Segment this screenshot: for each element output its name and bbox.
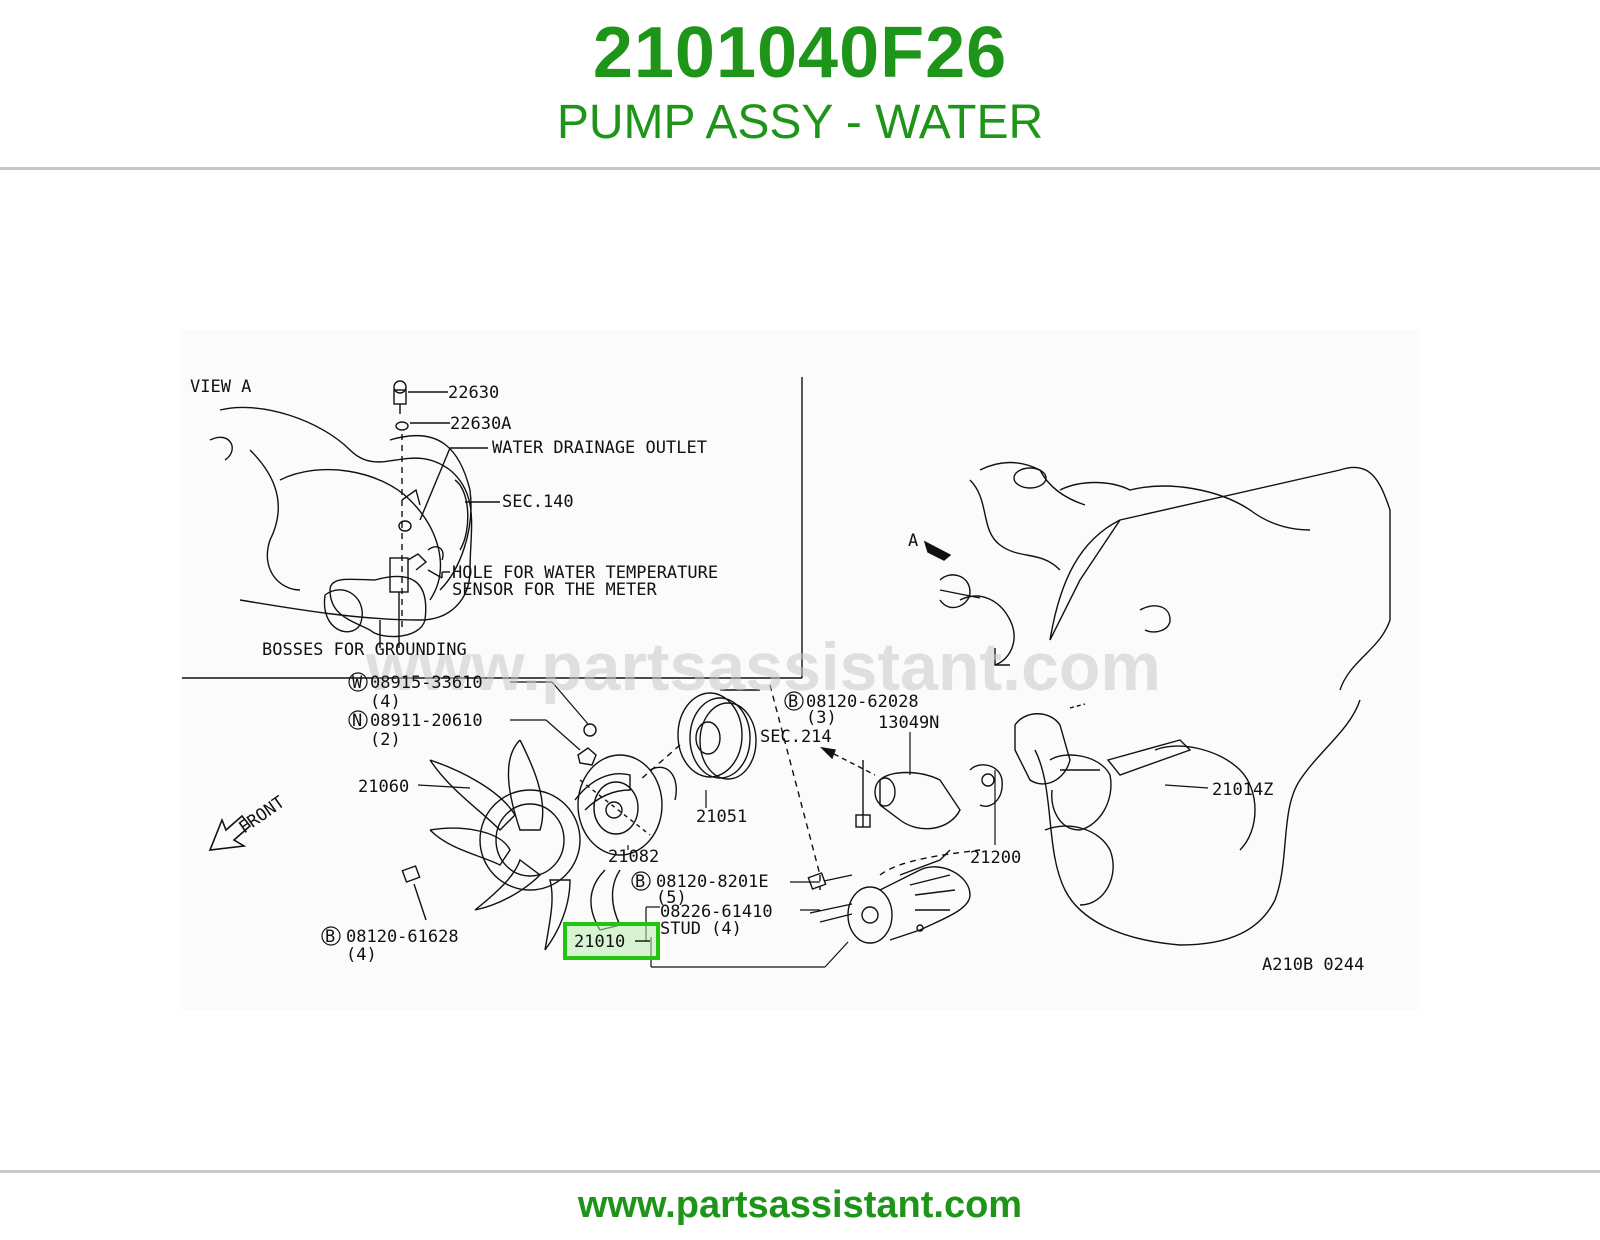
footer-website[interactable]: www.partsassistant.com xyxy=(577,1184,1023,1226)
symbol-b-3: B xyxy=(788,692,798,712)
label-hole-line2: SENSOR FOR THE METER xyxy=(452,580,657,600)
header-divider xyxy=(0,167,1600,170)
footer-divider xyxy=(0,1170,1600,1173)
exploded-view-svg: www.partsassistant.com VIEW A 22630 2263… xyxy=(180,330,1420,1010)
label-08226-61410: 08226-61410 xyxy=(660,902,773,922)
page-header: 2101040F26 PUMP ASSY - WATER xyxy=(0,0,1600,170)
parts-diagram: www.partsassistant.com VIEW A 22630 2263… xyxy=(180,330,1420,1010)
label-stud-qty: STUD (4) xyxy=(660,919,742,939)
label-water-drainage-outlet: WATER DRAINAGE OUTLET xyxy=(492,438,707,458)
diagram-background xyxy=(180,330,1420,1010)
bolts xyxy=(401,723,876,921)
label-08120-8201e: 08120-8201E xyxy=(656,872,769,892)
label-08120-62028-qty: (3) xyxy=(806,708,837,728)
diagram-code: A210B 0244 xyxy=(1262,955,1364,975)
symbol-b-2: B xyxy=(635,872,645,892)
view-a-inset xyxy=(182,377,803,679)
label-view-a-arrow: A xyxy=(908,531,918,551)
highlight-21010[interactable] xyxy=(563,922,660,960)
label-sec-214: SEC.214 xyxy=(760,727,832,747)
label-21200: 21200 xyxy=(970,848,1021,868)
thermostat-housing xyxy=(874,703,1192,831)
label-08120-61628-qty: (4) xyxy=(346,945,377,965)
label-08120-61628: 08120-61628 xyxy=(346,927,459,947)
water-pump-21010 xyxy=(769,684,981,944)
label-08911-20610-qty: (2) xyxy=(370,730,401,750)
engine-block xyxy=(923,461,1391,946)
label-08915-33610-qty: (4) xyxy=(370,692,401,712)
part-name: PUMP ASSY - WATER xyxy=(556,96,1044,149)
label-08120-62028: 08120-62028 xyxy=(806,692,919,712)
watermark: www.partsassistant.com xyxy=(365,629,1161,705)
label-22630: 22630 xyxy=(448,383,499,403)
label-21051: 21051 xyxy=(696,807,747,827)
fan-coupling-21082 xyxy=(577,754,677,856)
label-22630a: 22630A xyxy=(450,414,511,434)
label-bosses-for-grounding: BOSSES FOR GROUNDING xyxy=(262,640,467,660)
label-hole-line1: HOLE FOR WATER TEMPERATURE xyxy=(452,563,718,583)
label-13049n: 13049N xyxy=(878,713,939,733)
view-a-title: VIEW A xyxy=(190,377,251,397)
label-08911-20610: 08911-20610 xyxy=(370,711,483,731)
pulley-21051 xyxy=(639,689,760,781)
label-21010[interactable]: 21010 xyxy=(574,932,625,952)
label-21082: 21082 xyxy=(608,847,659,867)
label-21014z: 21014Z xyxy=(1212,780,1273,800)
symbol-n: N xyxy=(352,711,362,731)
symbol-circles xyxy=(321,672,804,946)
label-08120-8201e-qty: (5) xyxy=(656,888,687,908)
front-arrow xyxy=(208,814,252,851)
symbol-w: W xyxy=(352,673,363,693)
label-sec-140: SEC.140 xyxy=(502,492,574,512)
label-08915-33610: 08915-33610 xyxy=(370,673,483,693)
part-number: 2101040F26 xyxy=(592,13,1008,93)
label-21060: 21060 xyxy=(358,777,409,797)
symbol-b-1: B xyxy=(325,927,335,947)
